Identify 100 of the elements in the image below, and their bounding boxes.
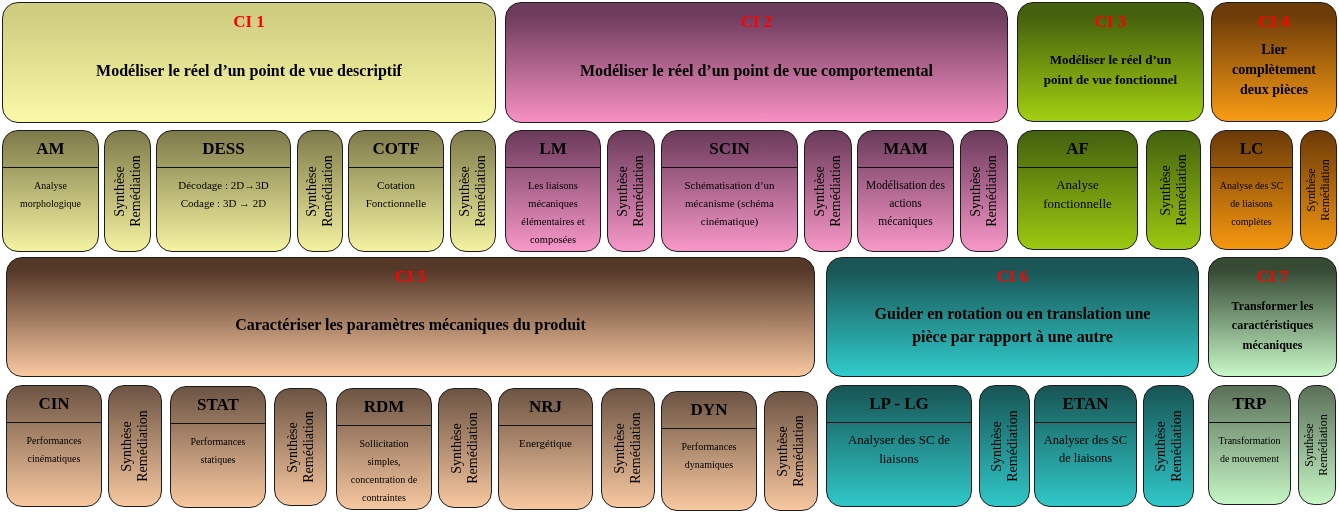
module-description: Modélisation des actions mécaniques — [866, 179, 945, 227]
module-card — [661, 130, 798, 252]
review-label: Synthèse Remédiation — [456, 155, 488, 227]
module-description: Transformation de mouvement — [1218, 435, 1281, 464]
module-code: MAM — [883, 139, 928, 159]
theme-number: CI 7 — [1256, 267, 1289, 286]
module-code: DYN — [690, 400, 728, 420]
review-label: Synthèse Remédiation — [774, 415, 806, 487]
module-code: AM — [36, 139, 65, 159]
module-card — [498, 388, 593, 510]
review-card — [607, 130, 655, 252]
module-card — [1210, 130, 1293, 250]
theme-card — [505, 2, 1008, 123]
module-description: Décodage : 2D→3D Codage : 3D → 2D — [178, 179, 269, 209]
module-card — [336, 388, 432, 510]
review-card — [601, 388, 655, 508]
module-code: COTF — [372, 139, 420, 159]
review-card — [104, 130, 151, 252]
theme-number: CI 5 — [394, 267, 427, 286]
module-code: STAT — [197, 395, 239, 415]
module-description: Analyser des SC de liaisons — [1043, 433, 1128, 466]
review-card — [960, 130, 1008, 252]
module-card — [1208, 385, 1291, 505]
module-code: LC — [1239, 139, 1264, 159]
theme-card — [2, 2, 496, 123]
module-code: RDM — [363, 397, 405, 417]
module-code: TRP — [1232, 394, 1267, 414]
review-card — [979, 385, 1030, 507]
theme-number: CI 2 — [740, 12, 773, 31]
module-card — [1034, 385, 1137, 507]
module-card — [2, 130, 99, 252]
module-description: Analyse fonctionnelle — [1043, 177, 1112, 211]
review-card — [1300, 130, 1337, 250]
review-card — [297, 130, 343, 252]
module-description: Les liaisons mécaniques élémentaires et composées — [521, 180, 585, 245]
module-card — [348, 130, 444, 252]
module-description: Analyser des SC de liaisons — [847, 432, 951, 466]
review-label: Synthèse Remédiation — [118, 410, 150, 482]
module-card — [170, 386, 266, 508]
review-card — [1143, 385, 1194, 507]
theme-card — [1211, 2, 1337, 122]
review-card — [1146, 130, 1201, 250]
theme-number: CI 6 — [996, 267, 1029, 286]
review-label: Synthèse Remédiation — [1157, 154, 1189, 226]
review-label: Synthèse Remédiation — [1302, 414, 1330, 476]
module-code: LM — [539, 139, 567, 159]
theme-number: CI 4 — [1258, 12, 1290, 31]
review-card — [450, 130, 496, 252]
module-card — [505, 130, 601, 252]
module-card — [661, 391, 757, 511]
module-card — [1017, 130, 1138, 250]
theme-title: Modéliser le réel d’un point de vue fonctionnel — [1043, 52, 1178, 87]
review-label: Synthèse Remédiation — [1303, 159, 1332, 221]
theme-card — [6, 257, 815, 377]
review-label: Synthèse Remédiation — [967, 155, 999, 227]
module-code: NRJ — [528, 397, 563, 417]
review-label: Synthèse Remédiation — [988, 410, 1020, 482]
module-description: Performances statiques — [190, 436, 246, 465]
theme-number: CI 3 — [1094, 12, 1127, 31]
review-card — [764, 391, 818, 511]
module-card — [826, 385, 972, 507]
module-description: Sollicitation simples, concentration de contraintes — [350, 438, 418, 503]
module-code: AF — [1066, 139, 1089, 159]
review-label: Synthèse Remédiation — [111, 155, 143, 227]
module-description: Performances dynamiques — [681, 441, 737, 470]
theme-card — [826, 257, 1199, 377]
review-label: Synthèse Remédiation — [284, 411, 316, 483]
review-label: Synthèse Remédiation — [614, 155, 646, 227]
module-description: Energétique — [519, 437, 572, 449]
theme-card — [1208, 257, 1337, 377]
module-card — [156, 130, 291, 252]
theme-title: Caractériser les paramètres mécaniques du produit — [235, 316, 586, 334]
review-label: Synthèse Remédiation — [611, 412, 643, 484]
module-code: LP - LG — [869, 394, 929, 414]
module-description: Performances cinématiques — [26, 435, 82, 464]
module-card — [857, 130, 954, 252]
module-description: Schématisation d’un mécanisme (schéma cinématique) — [684, 179, 775, 227]
review-card — [438, 388, 492, 508]
module-description: Analyse morphologique — [19, 180, 82, 209]
theme-card — [1017, 2, 1204, 122]
review-label: Synthèse Remédiation — [303, 155, 335, 227]
theme-title: Transformer les caractéristiques mécaniques — [1231, 298, 1314, 352]
theme-number: CI 1 — [233, 12, 265, 31]
module-code: ETAN — [1062, 394, 1109, 414]
review-card — [804, 130, 852, 252]
module-description: Cotation Fonctionnelle — [365, 179, 427, 209]
review-label: Synthèse Remédiation — [448, 412, 480, 484]
module-code: SCIN — [709, 139, 750, 159]
module-card — [6, 385, 102, 507]
module-code: DESS — [202, 139, 245, 159]
theme-title: Guider en rotation ou en translation une pièce par rapport à une autre — [874, 304, 1151, 345]
theme-title: Modéliser le réel d’un point de vue descriptif — [96, 61, 402, 79]
module-code: CIN — [38, 394, 70, 414]
review-card — [274, 388, 327, 506]
review-card — [1298, 385, 1336, 505]
theme-title: Modéliser le réel d’un point de vue comportemental — [580, 61, 933, 79]
review-label: Synthèse Remédiation — [1152, 410, 1184, 482]
review-label: Synthèse Remédiation — [811, 155, 843, 227]
module-description: Analyse des SC de liaisons complètes — [1219, 180, 1284, 227]
review-card — [108, 385, 162, 507]
